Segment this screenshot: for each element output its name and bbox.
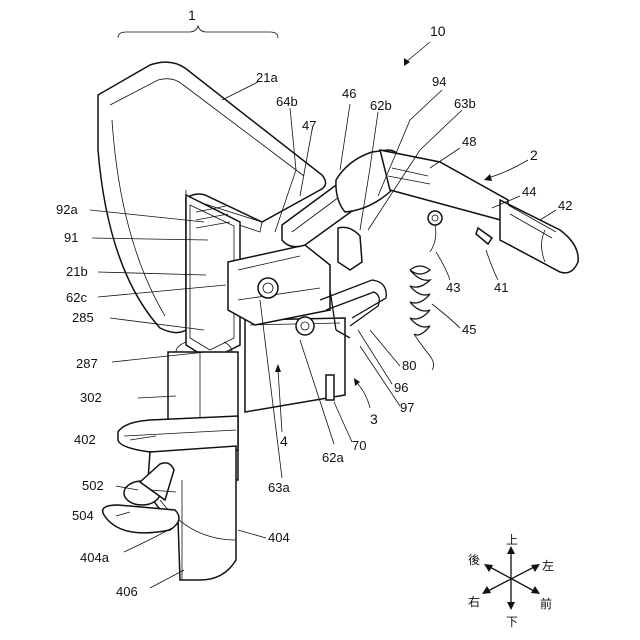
label-406: 406 xyxy=(116,584,138,599)
label-42: 42 xyxy=(558,198,572,213)
direction-front: 前 xyxy=(540,596,552,611)
label-45: 45 xyxy=(462,322,476,337)
label-2: 2 xyxy=(530,147,538,163)
label-3: 3 xyxy=(370,411,378,427)
direction-rear: 後 xyxy=(468,553,480,567)
label-43: 43 xyxy=(446,280,460,295)
direction-right: 右 xyxy=(468,594,480,609)
label-402: 402 xyxy=(74,432,96,447)
arrow-2-head xyxy=(484,174,492,181)
label-80: 80 xyxy=(402,358,416,373)
label-92a: 92a xyxy=(56,202,78,217)
label-302: 302 xyxy=(80,390,102,405)
direction-left: 左 xyxy=(542,558,554,573)
label-48: 48 xyxy=(462,134,476,149)
label-64b: 64b xyxy=(276,94,298,109)
label-1: 1 xyxy=(188,7,196,23)
direction-down: 下 xyxy=(506,615,518,629)
label-4: 4 xyxy=(280,433,288,449)
label-44: 44 xyxy=(522,184,536,199)
label-62a: 62a xyxy=(322,450,344,465)
label-21a: 21a xyxy=(256,70,278,85)
bracket-1 xyxy=(118,26,278,38)
tiller-handle xyxy=(282,150,578,273)
bracket-assembly xyxy=(228,245,345,412)
label-502: 502 xyxy=(82,478,104,493)
direction-indicator: 上 下 後 左 右 前 xyxy=(468,533,554,629)
label-47: 47 xyxy=(302,118,316,133)
label-41: 41 xyxy=(494,280,508,295)
label-46: 46 xyxy=(342,86,356,101)
arrow-3 xyxy=(356,382,370,408)
label-94: 94 xyxy=(432,74,446,89)
label-96: 96 xyxy=(394,380,408,395)
label-62b: 62b xyxy=(370,98,392,113)
label-21b: 21b xyxy=(66,264,88,279)
label-70: 70 xyxy=(352,438,366,453)
direction-up: 上 xyxy=(506,533,518,547)
arrow-2 xyxy=(488,160,528,178)
label-404a: 404a xyxy=(80,550,110,565)
label-10: 10 xyxy=(430,23,446,39)
label-287: 287 xyxy=(76,356,98,371)
label-63b: 63b xyxy=(454,96,476,111)
arrow-10 xyxy=(406,42,430,62)
label-97: 97 xyxy=(400,400,414,415)
kill-switch-lanyard xyxy=(410,211,442,370)
label-91: 91 xyxy=(64,230,78,245)
label-62c: 62c xyxy=(66,290,87,305)
label-63a: 63a xyxy=(268,480,290,495)
label-504: 504 xyxy=(72,508,94,523)
label-285: 285 xyxy=(72,310,94,325)
label-404: 404 xyxy=(268,530,290,545)
